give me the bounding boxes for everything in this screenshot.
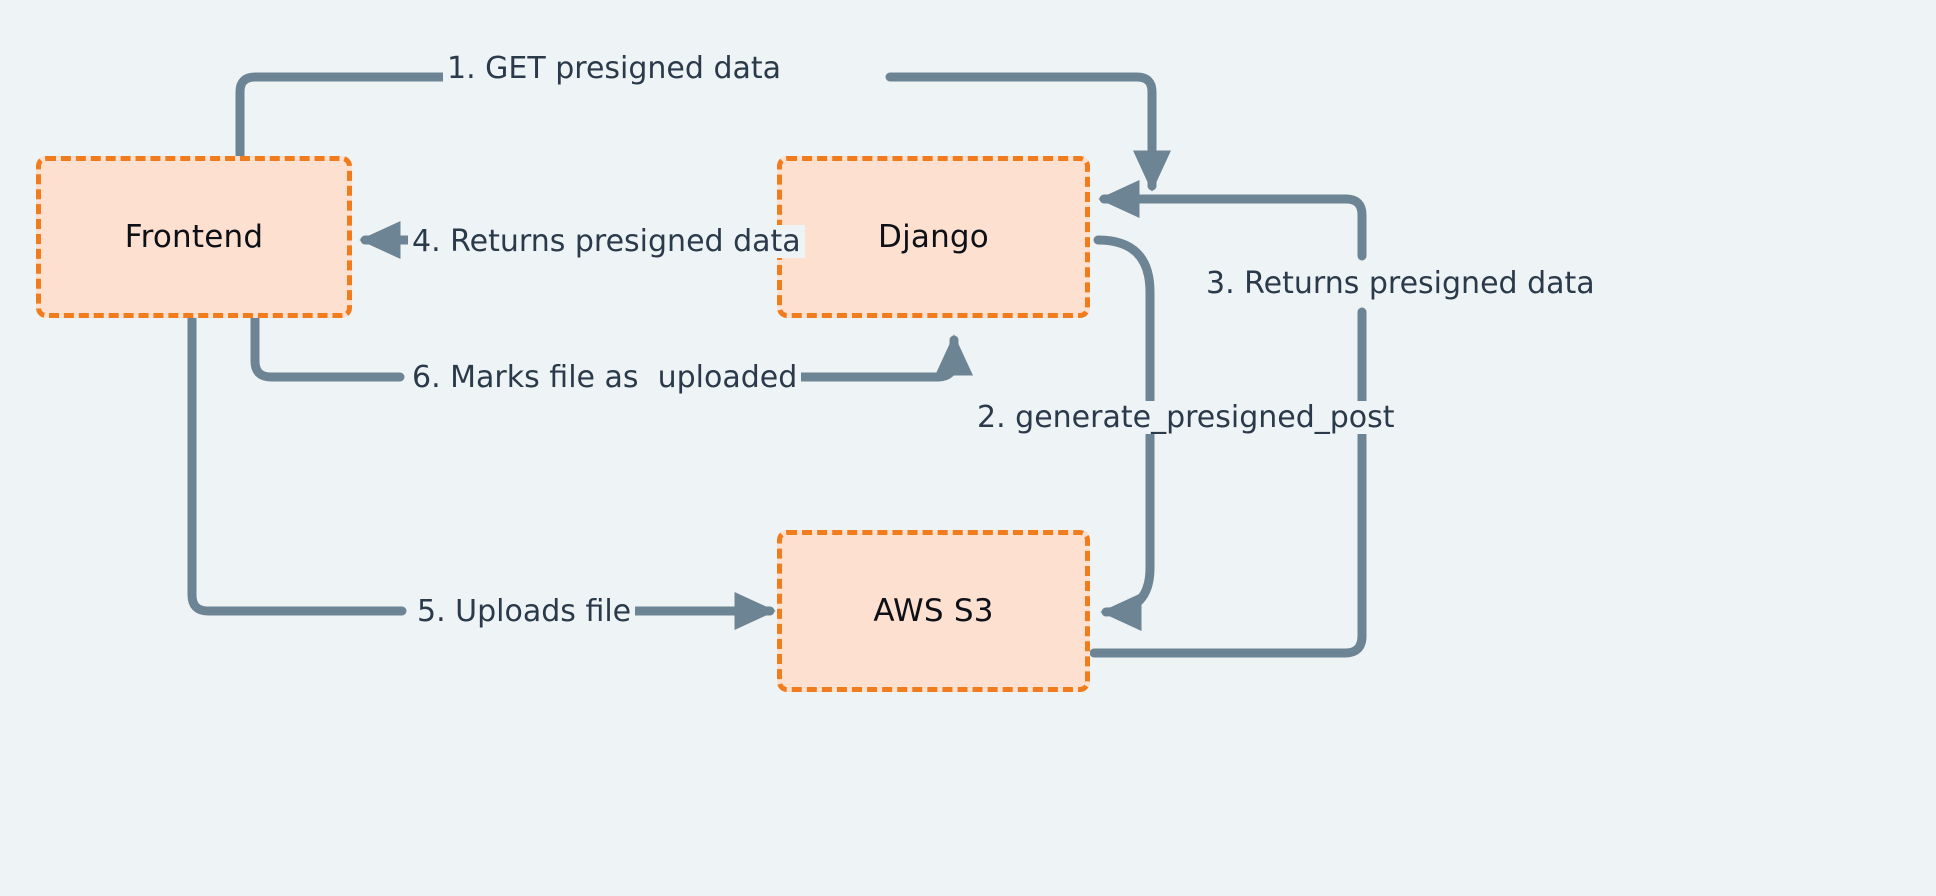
edge-6-segment-left <box>250 313 405 382</box>
edge-label-4: 4. Returns presigned data <box>408 225 805 258</box>
edge-label-3: 3. Returns presigned data <box>1202 267 1599 300</box>
edge-3-segment-lower <box>1089 307 1367 658</box>
edge-3-segment-upper <box>1098 179 1367 261</box>
edge-label-6: 6. Marks file as uploaded <box>408 361 802 394</box>
edge-6-segment-right <box>729 334 974 382</box>
edge-1-segment-left <box>235 72 545 198</box>
edge-2-segment-lower <box>1100 429 1155 632</box>
edge-2-segment-upper <box>1093 235 1155 405</box>
edge-5-segment-left <box>187 313 407 616</box>
node-aws-s3[interactable]: AWS S3 <box>777 530 1090 692</box>
edge-1-segment-right <box>885 72 1172 192</box>
node-django-label: Django <box>878 219 989 255</box>
node-django[interactable]: Django <box>777 156 1090 318</box>
edge-label-5: 5. Uploads file <box>413 595 636 628</box>
edge-label-1: 1. GET presigned data <box>443 52 786 85</box>
node-frontend-label: Frontend <box>124 219 264 255</box>
node-aws-s3-label: AWS S3 <box>873 593 994 629</box>
edge-label-2: 2. generate_presigned_post <box>973 401 1399 434</box>
node-frontend[interactable]: Frontend <box>36 156 352 318</box>
